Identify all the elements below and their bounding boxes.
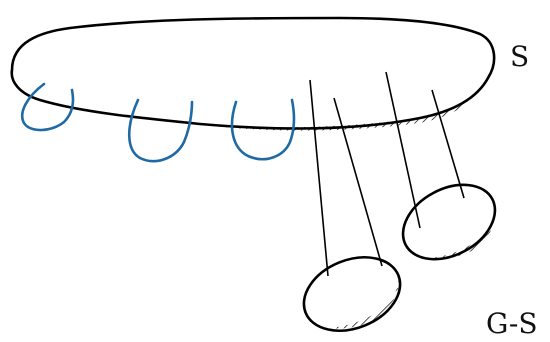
small-blob-lower: [293, 244, 411, 342]
connecting-edges: [310, 72, 464, 276]
edge-3: [386, 72, 420, 228]
small-blob-upper-hatch: [430, 200, 496, 258]
small-blob-lower-hatch: [330, 270, 399, 328]
set-s: [12, 18, 494, 131]
set-s-outline: [12, 18, 494, 129]
small-blob-upper-outline: [390, 170, 508, 274]
edge-1: [310, 80, 328, 276]
set-s-hatch: [195, 72, 490, 131]
loop-2: [129, 100, 192, 161]
small-blob-upper: [390, 170, 508, 274]
blue-loops: [22, 84, 294, 161]
label-g-minus-s: G-S: [486, 307, 538, 340]
label-s: S: [510, 40, 529, 73]
